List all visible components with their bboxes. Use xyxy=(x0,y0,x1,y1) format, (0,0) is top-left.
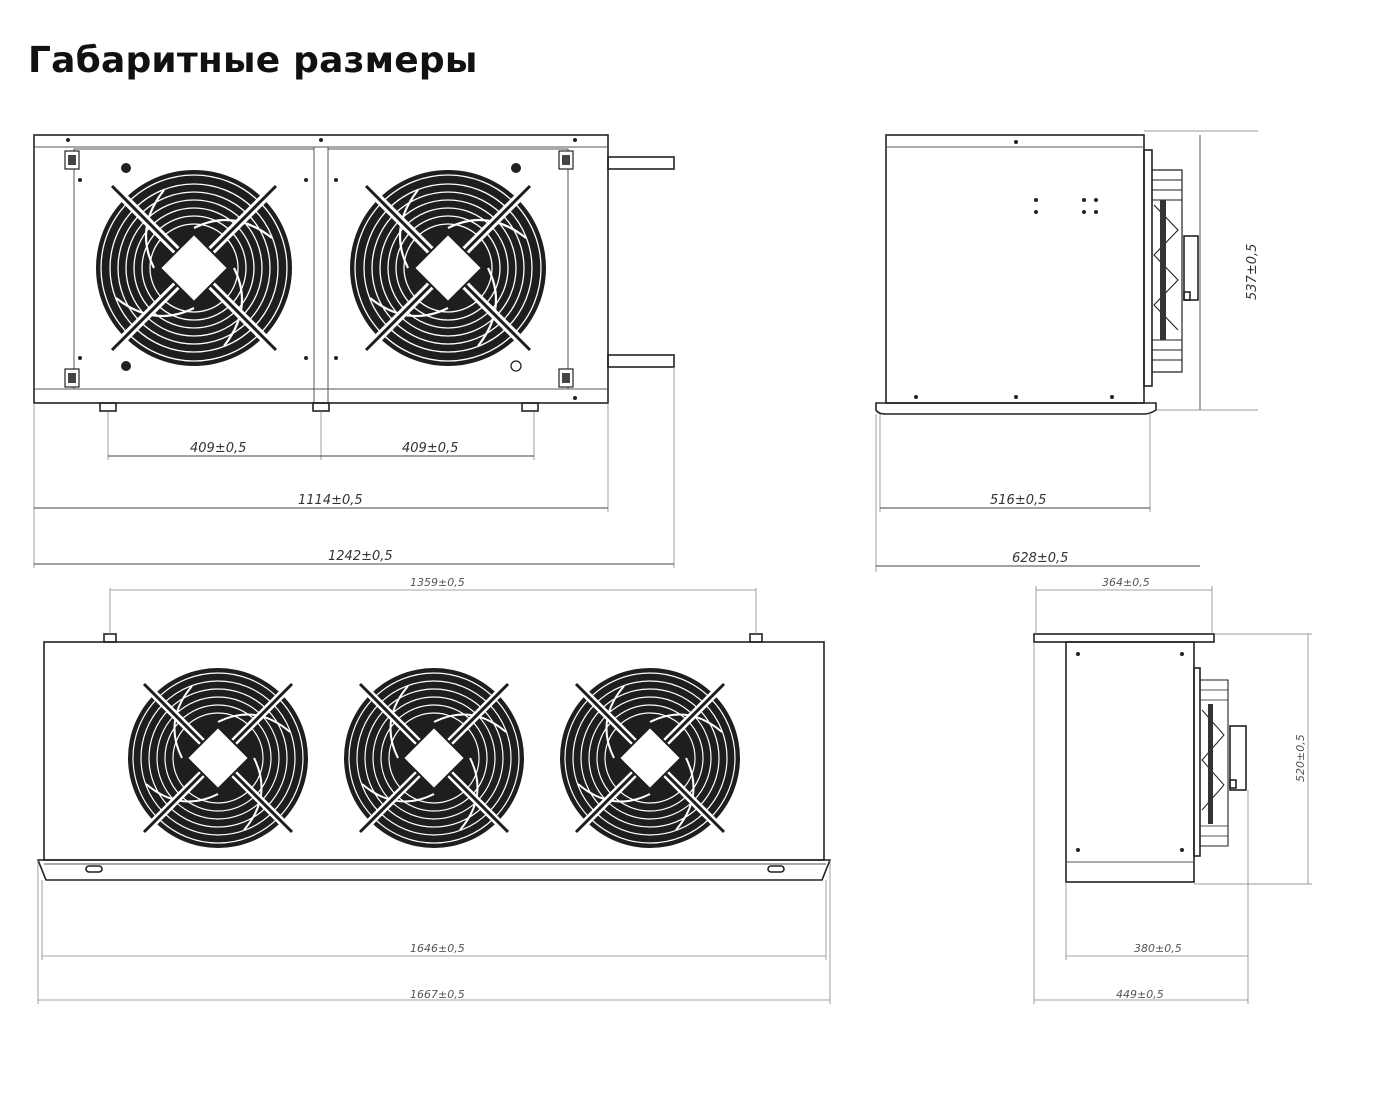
fan-icon xyxy=(350,170,546,366)
dim-total-width: 1242±0,5 xyxy=(328,549,393,564)
page-title: Габаритные размеры xyxy=(28,40,478,81)
dim-base-width-bottom-front: 1646±0,5 xyxy=(410,942,465,955)
dim-base-width-bottom-side: 380±0,5 xyxy=(1134,942,1182,955)
fan-guard-side-icon xyxy=(1193,667,1247,857)
dim-base-width-top-side: 516±0,5 xyxy=(990,493,1046,508)
view-front-three-fans xyxy=(36,588,832,1004)
fan-guard-side-icon xyxy=(1152,169,1199,373)
dim-height-top-side: 537±0,5 xyxy=(1245,244,1260,300)
fan-icon xyxy=(96,170,292,366)
dim-height-bottom-side: 520±0,5 xyxy=(1294,734,1307,782)
dim-fan-spacing-right: 409±0,5 xyxy=(402,441,458,456)
fan-icon xyxy=(344,668,524,848)
dim-total-depth-top-side: 628±0,5 xyxy=(1012,551,1068,566)
dim-total-depth-bottom-side: 449±0,5 xyxy=(1116,988,1164,1001)
view-side-top xyxy=(875,130,1258,572)
dim-body-width: 1114±0,5 xyxy=(298,493,363,508)
dim-total-width-bottom-front: 1667±0,5 xyxy=(410,988,465,1001)
dim-fan-spacing-left: 409±0,5 xyxy=(190,441,246,456)
dim-mount-spacing: 1359±0,5 xyxy=(410,576,465,589)
fan-icon xyxy=(128,668,308,848)
view-front-two-fans xyxy=(33,134,675,568)
fan-icon xyxy=(560,668,740,848)
dim-top-width-bottom-side: 364±0,5 xyxy=(1102,576,1150,589)
view-side-bottom xyxy=(1033,586,1312,1004)
